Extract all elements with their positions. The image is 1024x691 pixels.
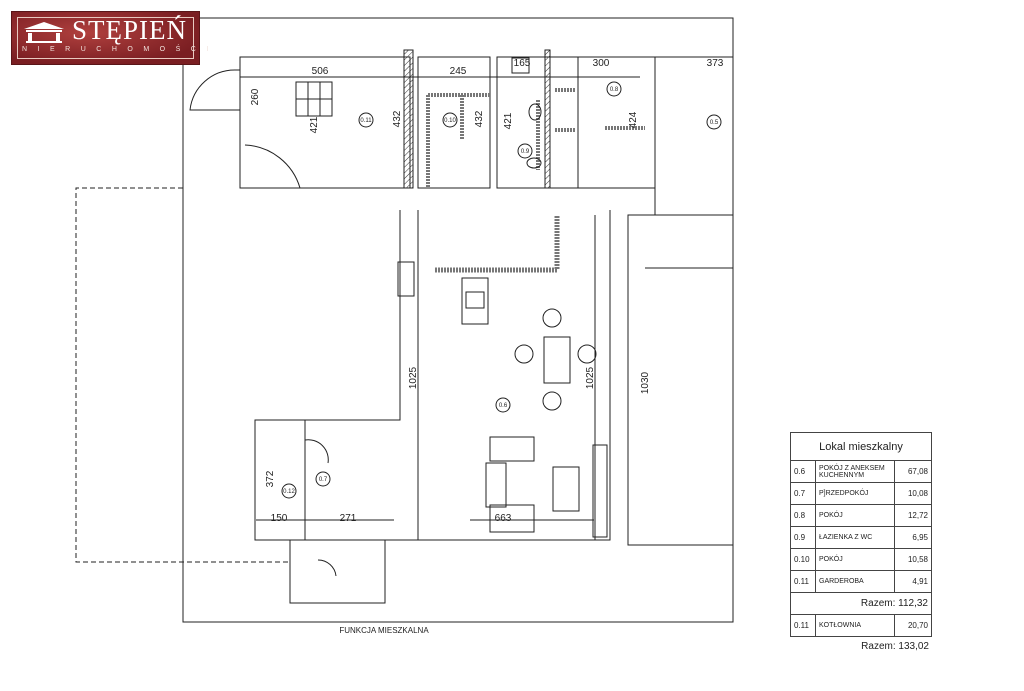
room-marker: 0.12: [283, 489, 295, 495]
room-area: 6,95: [894, 526, 932, 549]
dim-label: 432: [392, 110, 403, 127]
vestibule: [289, 539, 386, 604]
room-number: 0.8: [790, 504, 816, 527]
plan-caption: FUNKCJA MIESZKALNA: [339, 626, 429, 635]
room-area: 20,70: [894, 614, 932, 637]
room-marker: 0.6: [499, 403, 508, 409]
dashed-outline: [75, 187, 290, 563]
legend-title: Lokal mieszkalny: [790, 432, 932, 461]
room-area: 10,58: [894, 548, 932, 571]
room-number: 0.11: [790, 570, 816, 593]
dim-label: 1025: [408, 366, 419, 389]
room-marker: 0.9: [521, 149, 530, 155]
room-0-10: [417, 56, 491, 189]
room-name: ŁAZIENKA Z WC: [815, 526, 895, 549]
logo-name: STĘPIEŃ: [72, 15, 187, 45]
dim-label: 300: [593, 58, 610, 69]
room-0-5: [654, 56, 734, 216]
room-area: 4,91: [894, 570, 932, 593]
room-number: 0.11: [790, 614, 816, 637]
room-marker: 0.7: [319, 477, 328, 483]
dim-label: 150: [271, 513, 288, 524]
room-number: 0.10: [790, 548, 816, 571]
dim-label: 1030: [640, 371, 651, 394]
dim-label: 373: [707, 58, 724, 69]
dim-label: 421: [309, 116, 320, 133]
room-markers: 0.11 0.10 0.9 0.8 0.5 0.6 0.7 0.12: [281, 81, 722, 499]
dimension-labels: 506 245 165 300 373 260 421 432 432 421 …: [250, 58, 724, 524]
room-name: GARDEROBA: [815, 570, 895, 593]
subtotal: Razem: 112,32: [790, 592, 932, 615]
company-logo: STĘPIEŃ NIERUCHOMOŚCI: [11, 11, 208, 65]
dim-label: 372: [265, 470, 276, 487]
room-name: POKÓJ: [815, 504, 895, 527]
room-name: KOTŁOWNIA: [815, 614, 895, 637]
room-corridor: [627, 214, 734, 546]
room-area: 12,72: [894, 504, 932, 527]
room-area: 67,08: [894, 460, 932, 483]
plan-border: [182, 17, 734, 623]
dim-label: 432: [474, 110, 485, 127]
dim-label: 663: [495, 513, 512, 524]
dim-label: 421: [503, 112, 514, 129]
dim-label: 424: [628, 111, 639, 128]
room-name: P]RZEDPOKÓJ: [815, 482, 895, 505]
dim-label: 165: [514, 58, 531, 69]
dim-label: 245: [450, 66, 467, 77]
room-marker: 0.8: [610, 87, 619, 93]
room-number: 0.6: [790, 460, 816, 483]
room-name: POKÓJ Z ANEKSEM KUCHENNYM: [815, 460, 895, 483]
total: Razem: 133,02: [861, 641, 929, 652]
room-area: 10,08: [894, 482, 932, 505]
dim-label: 1025: [585, 366, 596, 389]
room-name: POKÓJ: [815, 548, 895, 571]
logo-subtitle: NIERUCHOMOŚCI: [22, 46, 219, 53]
dim-label: 260: [250, 88, 261, 105]
room-number: 0.9: [790, 526, 816, 549]
dim-label: 271: [340, 513, 357, 524]
room-marker: 0.11: [360, 118, 372, 124]
room-marker: 0.5: [710, 120, 719, 126]
room-number: 0.7: [790, 482, 816, 505]
room-marker: 0.10: [444, 118, 456, 124]
house-icon: [24, 22, 64, 43]
dim-label: 506: [312, 66, 329, 77]
